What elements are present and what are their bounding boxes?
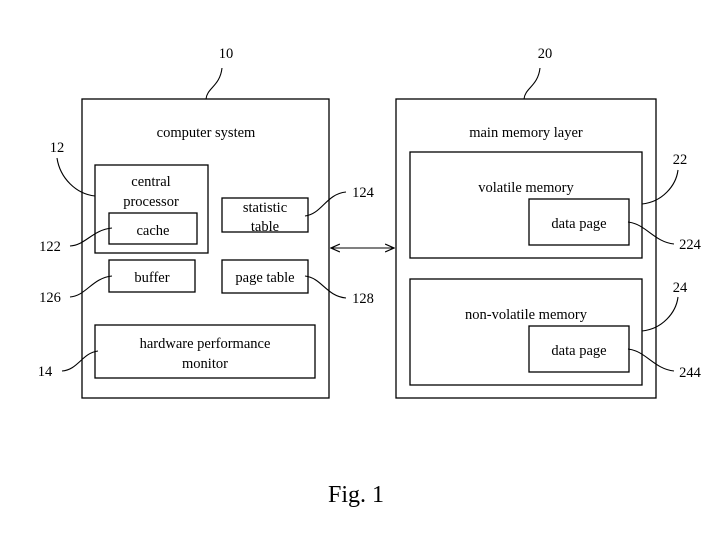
page-table-ref: 128	[352, 291, 374, 307]
hardware-performance-monitor-ref: 14	[38, 364, 53, 380]
volatile-data-page-label: data page	[551, 216, 606, 232]
hardware-performance-monitor-block: hardware performance monitor 14	[38, 324, 316, 380]
non-volatile-memory-ref-leader	[641, 296, 679, 332]
main-memory-layer-box	[395, 98, 657, 399]
central-processor-label-line2: processor	[123, 194, 179, 210]
central-processor-ref-leader	[56, 157, 96, 197]
non-volatile-memory-ref: 24	[673, 280, 688, 296]
statistic-table-ref: 124	[352, 185, 375, 201]
computer-system-title: computer system	[157, 125, 256, 141]
cache-label: cache	[137, 223, 170, 239]
hardware-performance-monitor-label-line1: hardware performance	[140, 336, 271, 352]
volatile-memory-box	[409, 151, 643, 259]
statistic-table-block: statistic table 124	[221, 185, 375, 235]
main-memory-layer-block: main memory layer 20	[395, 46, 657, 399]
non-volatile-memory-block: non-volatile memory 24	[409, 278, 688, 386]
volatile-memory-label: volatile memory	[478, 180, 574, 196]
volatile-memory-ref-leader	[641, 169, 679, 205]
non-volatile-data-page-label: data page	[551, 343, 606, 359]
non-volatile-memory-label: non-volatile memory	[465, 307, 588, 323]
page-table-label: page table	[235, 270, 294, 286]
non-volatile-data-page-ref: 244	[679, 365, 702, 381]
hardware-performance-monitor-ref-leader	[61, 350, 99, 372]
statistic-table-ref-leader	[304, 191, 347, 217]
main-memory-layer-ref: 20	[538, 46, 553, 62]
page-table-ref-leader	[304, 275, 347, 299]
cache-block: cache 122	[39, 212, 198, 255]
central-processor-box	[94, 164, 209, 254]
buffer-label: buffer	[134, 270, 169, 286]
non-volatile-memory-box	[409, 278, 643, 386]
statistic-table-label-line2: table	[251, 219, 279, 235]
page-table-block: page table 128	[221, 259, 374, 307]
cache-ref-leader	[69, 227, 113, 247]
cache-ref: 122	[39, 239, 61, 255]
figure-caption: Fig. 1	[328, 482, 384, 508]
statistic-table-label-line1: statistic	[243, 200, 287, 216]
hardware-performance-monitor-label-line2: monitor	[182, 356, 228, 372]
main-memory-layer-ref-leader	[523, 67, 541, 100]
volatile-data-page-ref-leader	[627, 221, 675, 245]
computer-system-ref: 10	[219, 46, 234, 62]
central-processor-label-line1: central	[131, 174, 170, 190]
buffer-ref-leader	[69, 275, 113, 298]
main-memory-layer-title: main memory layer	[469, 125, 583, 141]
volatile-memory-block: volatile memory 22	[409, 151, 688, 259]
volatile-data-page-block: data page 224	[528, 198, 702, 253]
computer-system-block: computer system 10	[81, 46, 330, 399]
volatile-memory-ref: 22	[673, 152, 688, 168]
non-volatile-data-page-ref-leader	[627, 348, 675, 372]
computer-system-box	[81, 98, 330, 399]
non-volatile-data-page-block: data page 244	[528, 325, 702, 381]
buffer-block: buffer 126	[39, 259, 196, 306]
central-processor-ref: 12	[50, 140, 65, 156]
buffer-ref: 126	[39, 290, 61, 306]
volatile-data-page-ref: 224	[679, 237, 702, 253]
computer-system-ref-leader	[205, 67, 223, 100]
central-processor-block: central processor 12	[50, 140, 209, 254]
